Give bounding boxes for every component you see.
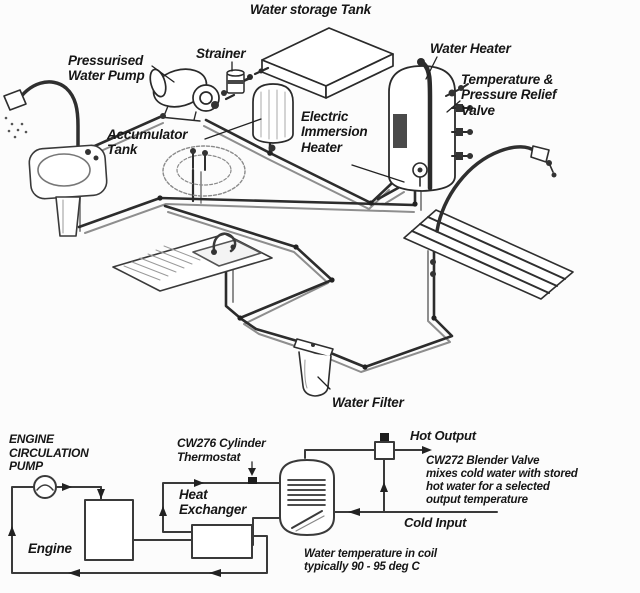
cw272-blender-valve-note: CW272 Blender Valve mixes cold water wit… <box>426 455 578 507</box>
label-line: Pressurised <box>68 53 144 68</box>
engine-circulation-pump-label: ENGINE CIRCULATION PUMP <box>9 432 89 474</box>
middle-basin-drawing <box>162 145 246 197</box>
label-line: CW272 Blender Valve <box>426 455 540 467</box>
pressurised-water-pump-label: Pressurised Water Pump <box>68 53 145 84</box>
label-line: hot water for a selected <box>426 480 550 493</box>
strainer-label: Strainer <box>196 46 246 61</box>
engine-box <box>84 499 134 561</box>
cw276-cylinder-thermostat-label: CW276 Cylinder Thermostat <box>177 436 266 464</box>
bottom-schematic-diagram <box>8 433 498 577</box>
label-line: Strainer <box>196 46 246 61</box>
label-line: output temperature <box>426 493 528 506</box>
strainer-drawing <box>224 69 245 101</box>
electric-immersion-heater-label: Electric Immersion Heater <box>301 109 368 155</box>
label-line: Valve <box>461 102 495 118</box>
label-line: Water Pump <box>68 68 145 84</box>
cold-input-label: Cold Input <box>404 515 467 531</box>
right-shower-hose-drawing <box>430 145 557 277</box>
calorifier-coil <box>287 479 326 506</box>
top-isometric-diagram <box>3 27 574 397</box>
pipe-junction-fittings <box>85 147 437 370</box>
flow-arrows <box>8 446 432 577</box>
label-line: typically 90 - 95 deg C <box>304 560 420 573</box>
left-basin-drawing <box>28 144 108 237</box>
label-line: Thermostat <box>177 449 241 464</box>
pressurised-water-pump-drawing <box>149 68 227 122</box>
blender-valve-drawing <box>374 433 395 513</box>
hot-output-line <box>304 449 425 459</box>
temperature-pressure-relief-valve-label: Temperature & Pressure Relief Valve <box>461 72 557 118</box>
water-storage-tank-label: Water storage Tank <box>250 2 371 17</box>
right-shower-tray-drawing <box>403 209 574 300</box>
label-line: Heat <box>179 487 208 502</box>
relief-valve-fitting <box>445 83 469 97</box>
label-line: Accumulator <box>107 127 188 142</box>
label-line: PUMP <box>9 459 43 474</box>
label-line: ENGINE <box>9 432 54 446</box>
label-line: Water Filter <box>332 395 404 410</box>
water-heater-drawing <box>388 58 473 192</box>
heat-exchanger-label: Heat Exchanger <box>179 487 246 518</box>
label-line: Temperature & <box>461 72 554 87</box>
water-filter-drawing <box>293 338 334 397</box>
drainer-grooves <box>123 245 201 281</box>
label-line: mixes cold water with stored <box>426 467 578 480</box>
label-line: Heater <box>301 139 342 155</box>
accumulator-tank-label: Accumulator Tank <box>107 127 188 158</box>
hot-water-cylinder-drawing <box>279 459 335 536</box>
label-line: CIRCULATION <box>9 445 89 460</box>
kitchen-sink-drawing <box>112 232 273 292</box>
label-line: Water storage Tank <box>250 2 371 17</box>
label-line: Electric <box>301 109 349 124</box>
heat-exchanger-box <box>191 524 253 559</box>
label-line: Pressure Relief <box>461 87 557 103</box>
label-line: Tank <box>107 142 138 158</box>
label-line: Immersion <box>301 124 368 140</box>
label-line: Cold Input <box>404 515 467 530</box>
label-line: Engine <box>28 541 72 556</box>
water-heater-label: Water Heater <box>430 41 511 56</box>
shower-spray-droplets <box>4 116 28 139</box>
coil-temperature-note: Water temperature in coil typically 90 -… <box>304 548 437 574</box>
label-line: Hot Output <box>410 428 476 443</box>
heater-side-fittings <box>451 104 473 160</box>
left-shower-drawing <box>3 80 80 150</box>
immersion-heater-boss <box>412 162 428 187</box>
hot-output-label: Hot Output <box>410 428 476 444</box>
engine-label: Engine <box>28 541 72 556</box>
accumulator-tank-drawing <box>252 83 294 152</box>
water-storage-tank-drawing <box>247 27 394 99</box>
label-leader-lines <box>151 56 461 390</box>
label-line: Water temperature in coil <box>304 548 437 560</box>
water-filter-label: Water Filter <box>332 395 404 410</box>
engine-circulation-pump-drawing <box>33 475 57 499</box>
label-line: Exchanger <box>179 502 247 518</box>
label-line: Water Heater <box>430 41 511 56</box>
label-line: CW276 Cylinder <box>177 436 266 450</box>
